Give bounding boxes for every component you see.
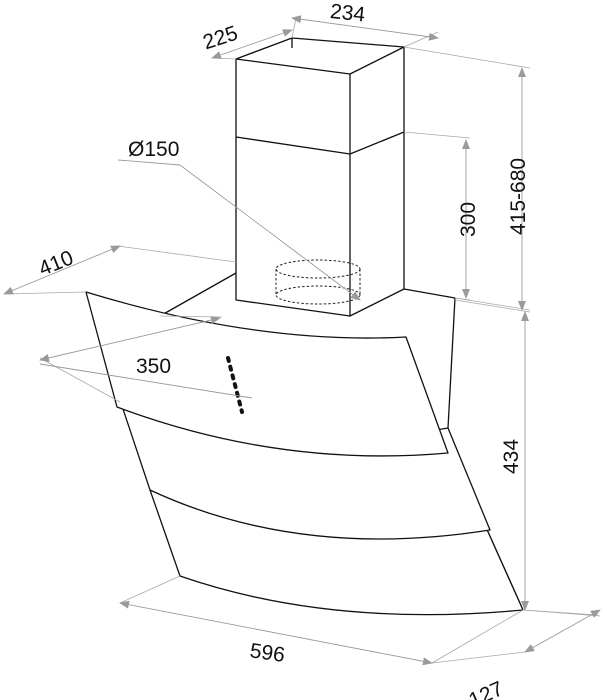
dim-chimney-depth: 225 bbox=[200, 22, 293, 60]
dim-duct-diameter: Ø150 bbox=[117, 138, 361, 301]
dim-duct-height: 300 bbox=[403, 131, 480, 301]
control-buttons bbox=[226, 356, 244, 414]
label-duct-diameter: Ø150 bbox=[128, 138, 179, 161]
chimney bbox=[235, 37, 405, 317]
dim-glass-depth: 350 bbox=[39, 315, 253, 403]
dim-hood-width: 596 bbox=[119, 575, 524, 667]
label-chimney-depth: 225 bbox=[200, 22, 240, 55]
chimney-side-face bbox=[349, 47, 405, 317]
label-chimney-width: 234 bbox=[329, 0, 367, 27]
label-chimney-height-range: 415-680 bbox=[507, 158, 530, 235]
chimney-joint-line bbox=[235, 131, 405, 155]
dim-bottom-depth: 127 bbox=[431, 609, 601, 700]
label-duct-height: 300 bbox=[457, 202, 480, 237]
duct-outlet bbox=[275, 259, 361, 305]
dim-chimney-width: 234 bbox=[291, 0, 439, 48]
label-glass-depth: 350 bbox=[136, 355, 171, 378]
label-total-depth: 410 bbox=[36, 246, 77, 280]
label-hood-width: 596 bbox=[248, 639, 286, 667]
chimney-top-face bbox=[235, 37, 405, 75]
dim-total-depth: 410 bbox=[3, 245, 237, 295]
glass-panels bbox=[85, 291, 524, 616]
label-hood-height: 434 bbox=[500, 439, 523, 474]
chimney-front-face bbox=[235, 59, 351, 317]
label-bottom-depth: 127 bbox=[465, 677, 506, 700]
dim-chimney-height-range: 415-680 bbox=[403, 46, 531, 311]
